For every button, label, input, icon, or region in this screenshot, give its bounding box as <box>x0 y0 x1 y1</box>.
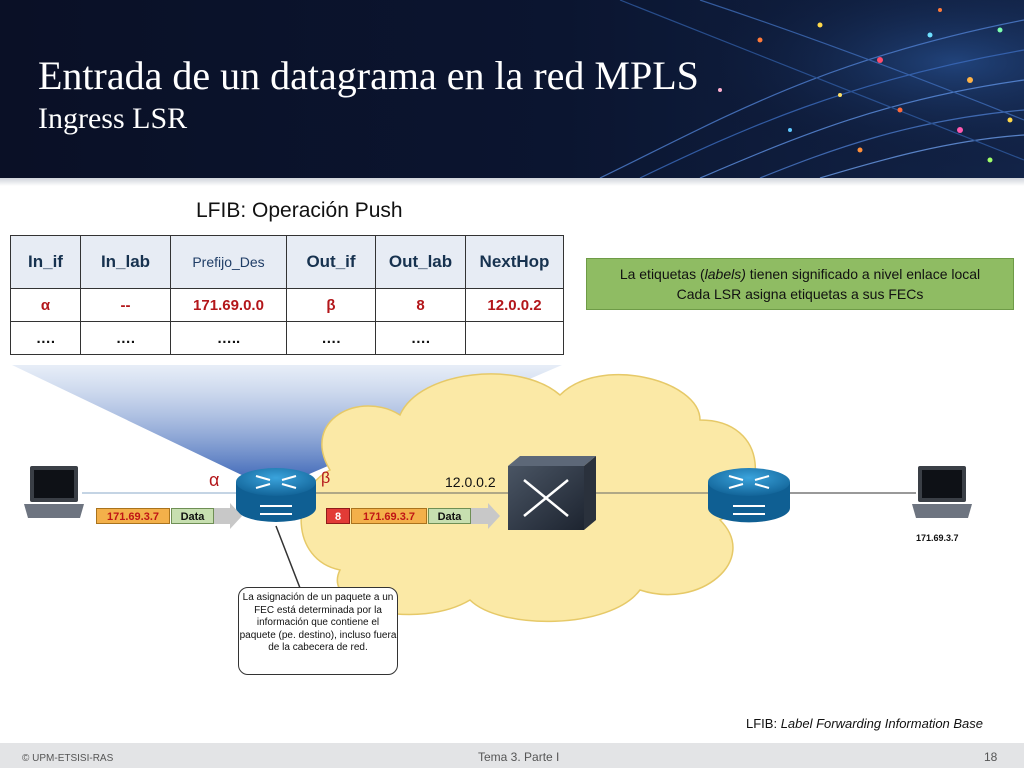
table-row: α -- 171.69.0.0 β 8 12.0.0.2 <box>10 288 564 322</box>
egress-router-icon <box>708 468 790 523</box>
lfib-definition-prefix: LFIB: <box>746 716 781 731</box>
label-significance-note: La etiquetas (labels) tienen significado… <box>586 258 1014 310</box>
table-cell: β <box>286 288 376 322</box>
col-header-prefijo-des: Prefijo_Des <box>170 235 287 289</box>
packet-out-data: Data <box>428 508 471 524</box>
core-lsr-switch-icon <box>508 456 596 530</box>
footer-topic: Tema 3. Parte I <box>478 750 560 764</box>
lfib-table-title: LFIB: Operación Push <box>196 199 403 222</box>
table-row: …. …. ….. …. …. <box>10 321 564 355</box>
destination-ip-label: 171.69.3.7 <box>916 533 959 543</box>
source-laptop-icon <box>24 466 84 518</box>
table-cell: 171.69.0.0 <box>170 288 287 322</box>
col-header-out-lab: Out_lab <box>375 235 466 289</box>
col-header-out-if: Out_if <box>286 235 376 289</box>
packet-in-data: Data <box>171 508 214 524</box>
slide-header: Entrada de un datagrama en la red MPLS I… <box>0 0 1024 178</box>
col-header-nexthop: NextHop <box>465 235 564 289</box>
table-cell: 8 <box>375 288 466 322</box>
table-cell: ….. <box>170 321 287 355</box>
lfib-table: In_if In_lab Prefijo_Des Out_if Out_lab … <box>10 235 564 355</box>
note-text: La etiquetas ( <box>619 266 705 282</box>
packet-arrow-in <box>214 503 242 529</box>
note-emphasis: labels) <box>704 266 746 282</box>
lfib-definition-expansion: Label Forwarding Information Base <box>780 716 984 731</box>
col-header-in-if: In_if <box>10 235 81 289</box>
slide-title: Entrada de un datagrama en la red MPLS <box>38 53 699 98</box>
table-cell: …. <box>10 321 81 355</box>
packet-out-ip-header: 171.69.3.7 <box>351 508 427 524</box>
packet-arrow-out <box>470 503 500 529</box>
col-header-in-lab: In_lab <box>80 235 171 289</box>
callout-pointer <box>275 525 302 589</box>
packet-in-ip-header: 171.69.3.7 <box>96 508 170 524</box>
lfib-header-row: In_if In_lab Prefijo_Des Out_if Out_lab … <box>10 235 564 289</box>
destination-laptop-icon <box>912 466 972 518</box>
lfib-definition: LFIB: Label Forwarding Information Base <box>746 716 983 731</box>
table-cell: -- <box>80 288 171 322</box>
note-line-1: La etiquetas (labels) tienen significado… <box>587 264 1013 284</box>
table-cell: …. <box>80 321 171 355</box>
slide-footer <box>0 743 1024 768</box>
note-text: tienen significado a nivel enlace local <box>745 266 981 282</box>
fec-assignment-callout: La asignación de un paquete a un FEC est… <box>238 587 398 675</box>
table-cell: …. <box>286 321 376 355</box>
note-line-2: Cada LSR asigna etiquetas a sus FECs <box>676 286 924 302</box>
header-shadow <box>0 178 1024 186</box>
fiber-light-dots <box>718 8 1013 163</box>
table-cell <box>465 321 564 355</box>
slide-subtitle: Ingress LSR <box>38 102 188 135</box>
table-cell: α <box>10 288 81 322</box>
table-cell: 12.0.0.2 <box>465 288 564 322</box>
packet-out-mpls-label: 8 <box>326 508 350 524</box>
fiber-optics-image <box>560 0 1024 178</box>
table-cell: …. <box>375 321 466 355</box>
ingress-router-icon <box>236 468 316 522</box>
mpls-network-diagram <box>12 365 972 623</box>
in-interface-label: α <box>209 470 220 490</box>
next-hop-label: 12.0.0.2 <box>445 474 496 490</box>
out-interface-label: β <box>321 470 331 487</box>
page-number: 18 <box>984 750 998 764</box>
footer-copyright: © UPM-ETSISI-RAS <box>22 753 114 764</box>
